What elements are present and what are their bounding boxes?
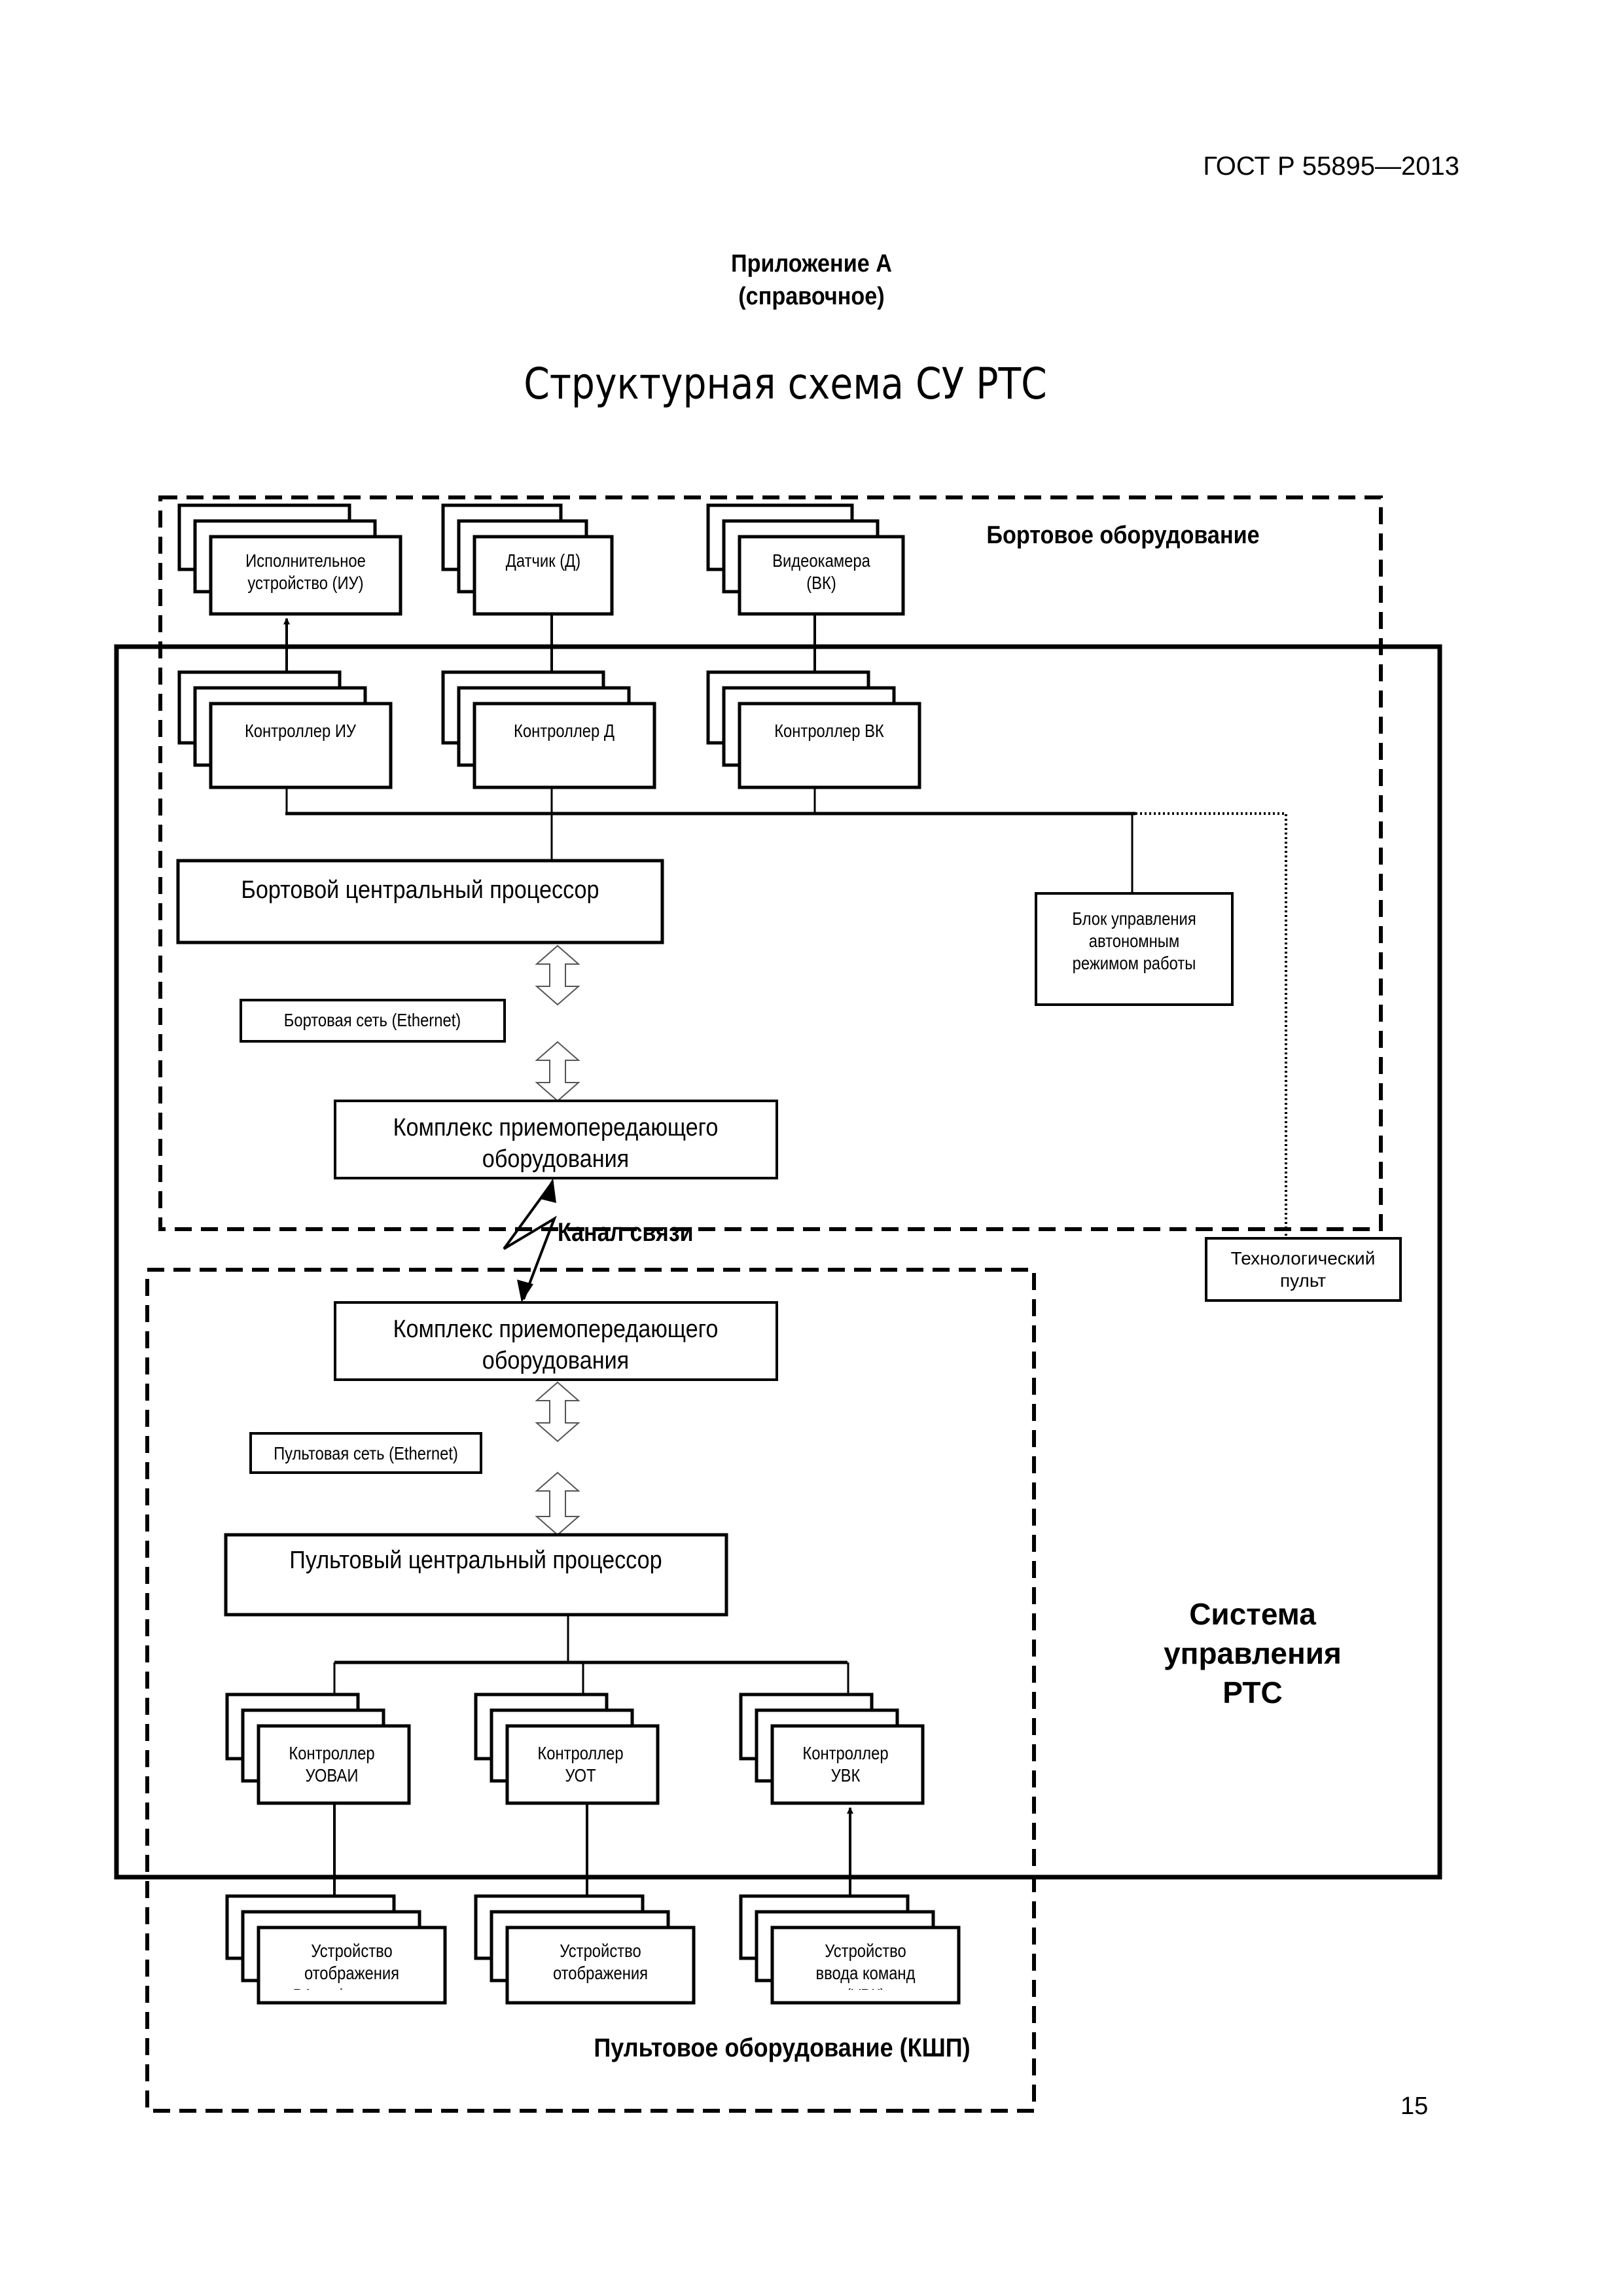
channel-link: [503, 1180, 557, 1300]
document-code: ГОСТ Р 55895—2013: [1203, 152, 1459, 181]
controller-sensor-box: [473, 702, 656, 789]
controller-actuator-box: [209, 702, 393, 789]
onboard-network-box: [240, 999, 506, 1043]
channel-label: Канал связи: [558, 1217, 694, 1246]
autonomous-unit-box: [1035, 892, 1234, 1006]
device-uot-label: Устройствоотображениятелеметрии: [553, 1940, 648, 2005]
console-cpu-box: [224, 1533, 728, 1617]
channel-arrow-up-icon: [541, 1178, 556, 1203]
sensor-label: Датчик (Д): [506, 550, 580, 571]
onboard-transceiver-box: [334, 1100, 778, 1179]
controller-uovai-box: [257, 1724, 411, 1805]
onboard-region: [158, 495, 1383, 1231]
camera-box: [738, 535, 905, 616]
actuator-box: [209, 535, 402, 616]
console-network-arrow-bottom: [535, 1471, 580, 1536]
appendix-heading: Приложение А (справочное): [635, 247, 988, 313]
controller-actuator-label: Контроллер ИУ: [245, 720, 357, 741]
device-uovai-box: [257, 1926, 447, 2005]
appendix-subtitle: (справочное): [738, 283, 885, 310]
device-uot-box: [505, 1926, 696, 2005]
onboard-network-label: Бортовая сеть (Ethernet): [284, 1009, 461, 1030]
control-system-region: [114, 644, 1442, 1880]
diagram-title: Структурная схема СУ РТС: [524, 359, 1047, 409]
onboard-region-label: Бортовое оборудование: [986, 520, 1259, 548]
device-uovai-label: УстройствоотображенияВА информации: [293, 1940, 411, 2005]
controller-camera-label: Контроллер ВК: [774, 720, 884, 741]
onboard-network-arrow-top: [535, 944, 580, 1006]
controller-camera-box: [738, 702, 921, 789]
console-cpu-label: Пультовый центральный процессор: [289, 1545, 662, 1573]
controller-sensor-label: Контроллер Д: [514, 720, 615, 741]
onboard-cpu-label: Бортовой центральный процессор: [241, 875, 599, 903]
console-transceiver-box: [334, 1301, 778, 1381]
camera-label: Видеокамера(ВК): [772, 550, 870, 593]
tech-console-link-onboard: [1135, 812, 1287, 1229]
sensor-box: [473, 535, 614, 616]
console-network-label: Пультовая сеть (Ethernet): [274, 1443, 458, 1463]
device-uvk-box: [770, 1926, 961, 2005]
channel-arrow-down-icon: [517, 1280, 533, 1302]
controller-uot-box: [505, 1724, 660, 1805]
console-network-arrow-top: [535, 1381, 580, 1443]
console-network-box: [249, 1432, 482, 1474]
console-region-label: Пультовое оборудование (КШП): [594, 2034, 970, 2062]
onboard-network-arrow-bottom: [535, 1041, 580, 1102]
appendix-title: Приложение А: [731, 250, 892, 278]
controller-uvk-box: [770, 1724, 925, 1805]
onboard-cpu-box: [176, 859, 664, 944]
tech-console-box: [1205, 1237, 1402, 1302]
page-number: 15: [1400, 2092, 1429, 2120]
